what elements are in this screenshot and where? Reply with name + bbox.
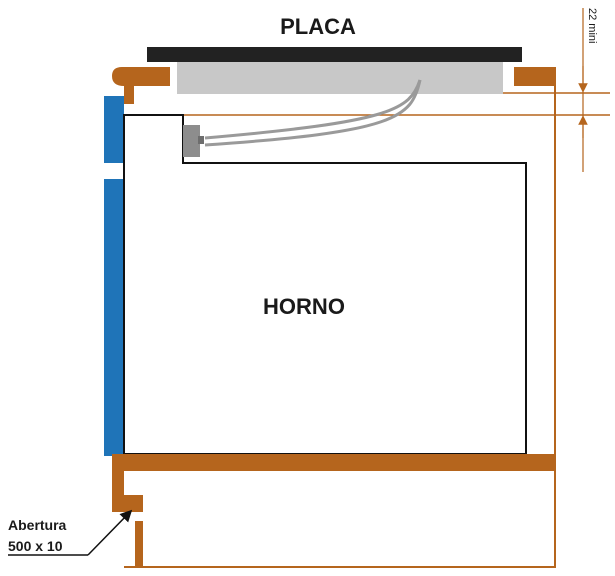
opening-label-line1: Abertura: [8, 517, 67, 533]
opening-leader-diagonal: [87, 509, 133, 556]
cable-upper: [204, 79, 422, 140]
oven-shelf: [112, 454, 556, 471]
opening-top-block: [112, 495, 143, 512]
opening-label-line2: 500 x 10: [8, 538, 63, 554]
connector-block: [183, 125, 200, 157]
cooktop-body: [177, 62, 503, 94]
oven-label: HORNO: [263, 294, 345, 319]
shelf-support-left: [112, 471, 124, 495]
connector-terminal: [198, 136, 204, 144]
countertop-left: [112, 67, 170, 86]
oven-door-lower: [104, 179, 124, 456]
oven-door-upper: [104, 96, 124, 163]
countertop-left-support: [124, 86, 134, 104]
cooktop-glass-top: [147, 47, 522, 62]
cable-lower: [204, 79, 422, 147]
clearance-label: 22 mini: [586, 8, 598, 43]
opening-lower-post: [135, 521, 143, 567]
cooktop-label: PLACA: [280, 14, 356, 39]
oven-outline: [123, 114, 527, 455]
countertop-right: [514, 67, 556, 86]
